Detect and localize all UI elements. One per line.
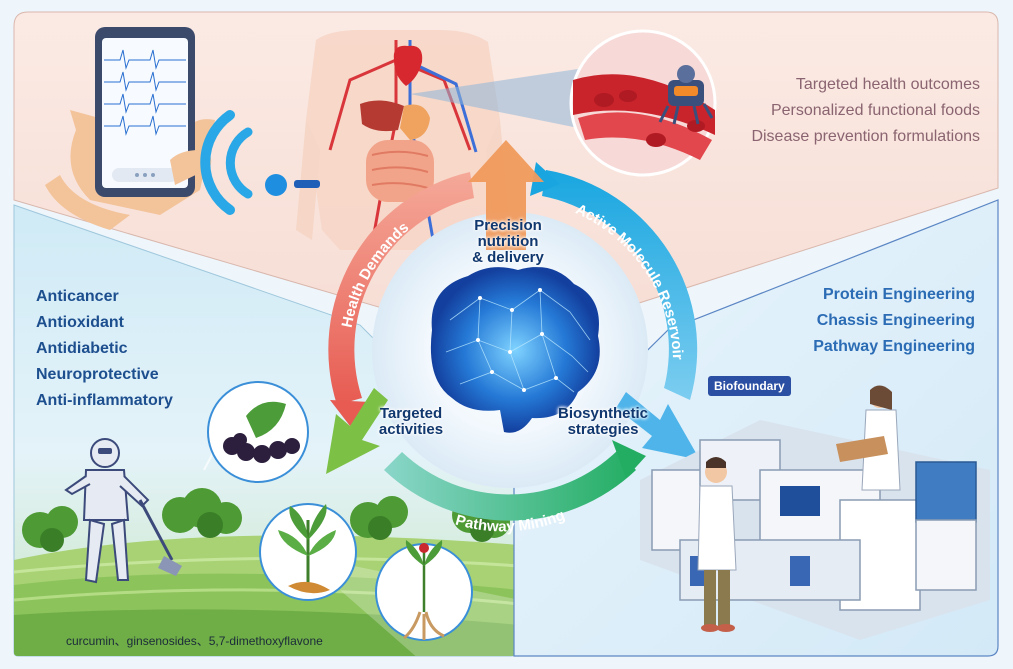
- compounds-caption: curcumin、ginsenosides、5,7-dimethoxyflavo…: [66, 634, 323, 648]
- turmeric-plant-icon: [259, 503, 357, 601]
- active-molecule-reservoir-arc: [542, 170, 698, 400]
- label-line: activities: [378, 421, 444, 438]
- biofoundary-badge: Biofoundary: [708, 376, 791, 396]
- blackberry-icon: [203, 381, 309, 483]
- arrow-lower-left-icon: [326, 388, 388, 474]
- wifi-signal-icon: [200, 110, 287, 215]
- list-item: Pathway Engineering: [813, 338, 975, 355]
- label-line: Precision: [474, 217, 542, 234]
- lab-scientist-icon: [697, 385, 901, 632]
- label-line: strategies: [567, 421, 639, 438]
- blood-vessel-nanorobot-icon: [569, 29, 717, 177]
- list-item: Personalized functional foods: [770, 102, 980, 119]
- list-item: Antioxidant: [36, 314, 124, 331]
- arrow-lower-right-icon: [616, 392, 700, 460]
- left-panel: [13, 204, 516, 657]
- farming-robot-icon: [64, 438, 182, 584]
- list-item: Targeted health outcomes: [795, 76, 980, 93]
- list-item: Anticancer: [36, 288, 119, 305]
- biosynthetic-strategies-label: Biosynthetic strategies: [546, 406, 660, 438]
- label-line: nutrition: [477, 233, 539, 250]
- ginseng-root-icon: [375, 540, 473, 641]
- arrow-up-icon: [468, 140, 544, 250]
- list-item: Neuroprotective: [36, 366, 159, 383]
- engineering-list: Protein Engineering Chassis Engineering …: [813, 282, 975, 360]
- health-demands-arc: [328, 172, 474, 405]
- label-line: Biosynthetic: [557, 405, 648, 422]
- label-line: Targeted: [379, 405, 443, 422]
- ai-brain-icon: [430, 267, 600, 433]
- targeted-activities-label: Targeted activities: [356, 406, 466, 438]
- pathway-mining-arc: [384, 450, 636, 521]
- list-item: Disease prevention formulations: [751, 128, 980, 145]
- list-item: Chassis Engineering: [816, 312, 975, 329]
- precision-nutrition-label: Precision nutrition & delivery: [458, 218, 558, 266]
- bioactivity-list: Anticancer Antioxidant Antidiabetic Neur…: [36, 284, 173, 414]
- smartphone-ecg-icon: [45, 27, 215, 230]
- list-item: Protein Engineering: [822, 286, 975, 303]
- label-line: & delivery: [472, 249, 544, 266]
- health-outcomes-list: Targeted health outcomes Personalized fu…: [751, 72, 980, 150]
- list-item: Antidiabetic: [36, 340, 128, 357]
- list-item: Anti-inflammatory: [36, 392, 173, 409]
